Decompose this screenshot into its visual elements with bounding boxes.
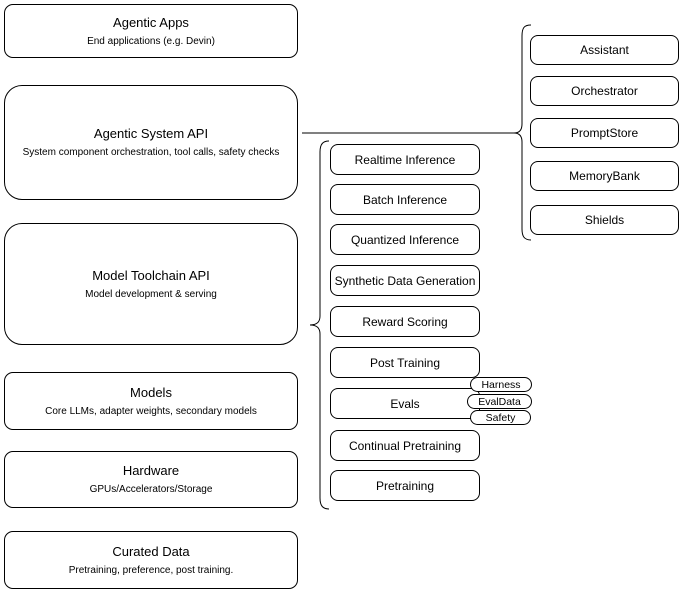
node-label: Realtime Inference [354,152,456,167]
node-label: Assistant [580,43,629,57]
brace-agentic-components [513,24,532,241]
node-title: Agentic System API [93,126,209,141]
node-label: Reward Scoring [362,314,448,329]
node-shields: Shields [530,205,679,235]
node-label: Pretraining [375,478,435,493]
node-evals: Evals [330,388,480,419]
brace-toolchain [309,140,330,510]
node-label: Quantized Inference [350,232,460,247]
node-continual-pretraining: Continual Pretraining [330,430,480,461]
node-memorybank: MemoryBank [530,161,679,191]
node-model-toolchain-api: Model Toolchain API Model development & … [4,223,298,345]
node-label: Shields [584,213,625,227]
node-hardware: Hardware GPUs/Accelerators/Storage [4,451,298,508]
node-orchestrator: Orchestrator [530,76,679,106]
node-curated-data: Curated Data Pretraining, preference, po… [4,531,298,589]
node-title: Curated Data [112,543,190,559]
node-subtitle: GPUs/Accelerators/Storage [89,484,213,495]
node-pretraining: Pretraining [330,470,480,501]
node-post-training: Post Training [330,347,480,378]
node-models: Models Core LLMs, adapter weights, secon… [4,372,298,430]
node-title: Hardware [122,463,180,478]
node-label: PromptStore [570,126,639,140]
node-label: MemoryBank [569,169,640,183]
node-label: Continual Pretraining [348,438,462,453]
node-realtime-inference: Realtime Inference [330,144,480,175]
node-assistant: Assistant [530,35,679,65]
node-title: Model Toolchain API [92,267,210,283]
node-quantized-inference: Quantized Inference [330,224,480,255]
node-label: Synthetic Data Generation [334,273,476,288]
tag-evaldata: EvalData [467,394,532,409]
node-promptstore: PromptStore [530,118,679,148]
node-title: Agentic Apps [113,14,189,30]
node-label: Evals [390,396,420,411]
node-label: Orchestrator [571,84,638,98]
node-agentic-apps: Agentic Apps End applications (e.g. Devi… [4,4,298,58]
node-label: Post Training [369,355,441,370]
node-agentic-system-api: Agentic System API System component orch… [4,85,298,200]
node-subtitle: Core LLMs, adapter weights, secondary mo… [45,405,257,417]
tag-label: EvalData [478,395,521,408]
node-subtitle: Pretraining, preference, post training. [68,564,234,576]
tag-harness: Harness [470,377,532,392]
tag-label: Safety [485,411,516,424]
node-subtitle: System component orchestration, tool cal… [22,147,280,158]
node-batch-inference: Batch Inference [330,184,480,215]
node-title: Models [130,384,172,400]
node-subtitle: End applications (e.g. Devin) [87,35,215,47]
node-label: Batch Inference [362,192,448,207]
tag-label: Harness [481,378,521,391]
node-subtitle: Model development & serving [85,288,217,300]
node-reward-scoring: Reward Scoring [330,306,480,337]
tag-safety: Safety [470,410,531,425]
node-synthetic-data-generation: Synthetic Data Generation [330,265,480,296]
